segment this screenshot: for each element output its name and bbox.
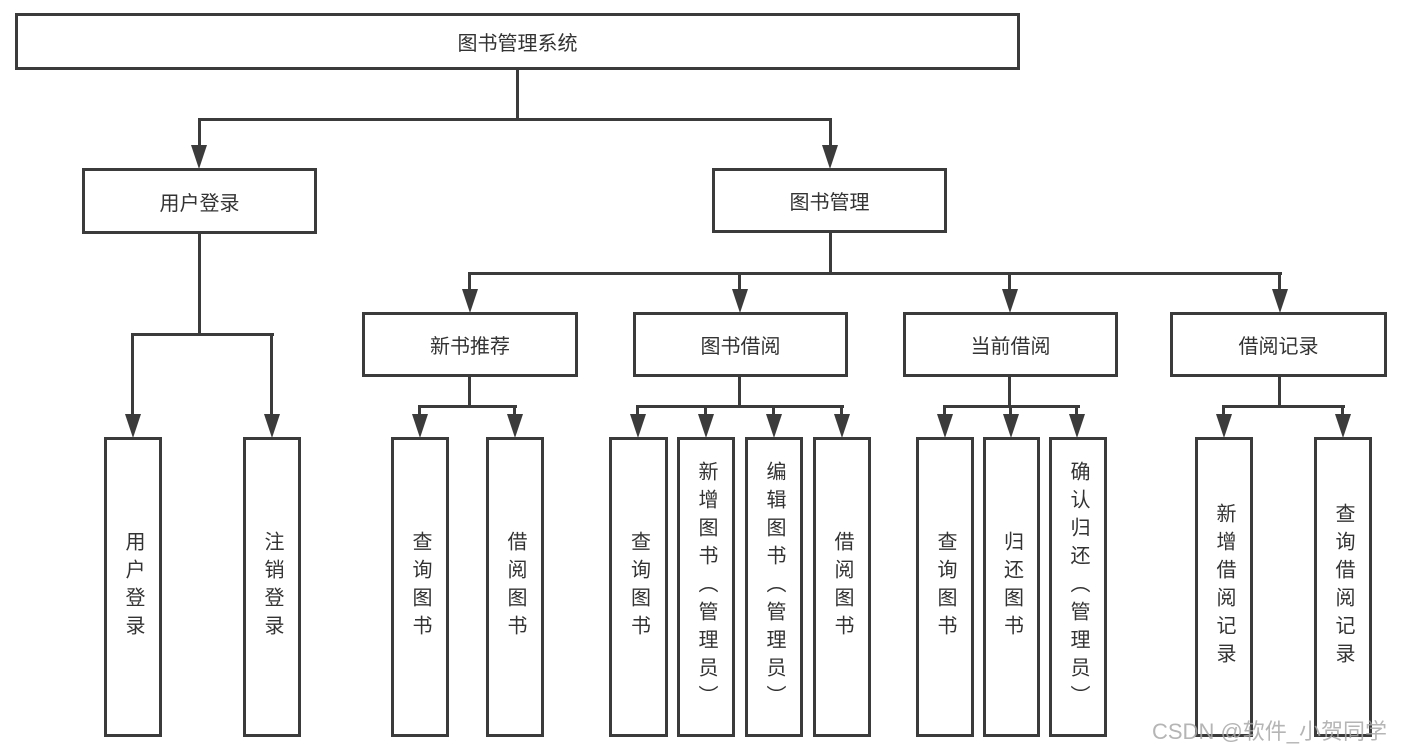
arrow-down-icon [1216, 414, 1232, 438]
node-add-borrow-record: 新增借阅记录 [1195, 437, 1253, 737]
arrow-down-icon [698, 414, 714, 438]
node-label-borrow-book-rec: 借阅图书 [504, 531, 526, 643]
node-label-new-book-rec: 新书推荐 [430, 336, 510, 358]
connector-segment [636, 405, 639, 417]
connector-segment [772, 405, 775, 417]
connector-segment [1222, 405, 1345, 408]
connector-segment [468, 272, 471, 290]
arrow-down-icon [462, 289, 478, 313]
node-label-add-book-admin: 新增图书（管理员） [695, 461, 717, 713]
node-user-login: 用户登录 [104, 437, 162, 737]
connector-segment [270, 333, 273, 414]
node-current-borrow: 当前借阅 [903, 312, 1118, 377]
arrow-down-icon [766, 414, 782, 438]
node-root: 图书管理系统 [15, 13, 1020, 70]
node-new-book-rec: 新书推荐 [362, 312, 578, 377]
node-label-query-borrow-record: 查询借阅记录 [1332, 503, 1354, 671]
arrow-down-icon [1272, 289, 1288, 313]
node-label-book-borrow: 图书借阅 [700, 336, 781, 358]
node-label-user-login: 用户登录 [122, 531, 144, 643]
node-book-borrow: 图书借阅 [633, 312, 848, 377]
node-query-borrow-record: 查询借阅记录 [1314, 437, 1372, 737]
node-label-query-book-borrow: 查询图书 [627, 531, 650, 643]
connector-segment [943, 405, 946, 417]
node-add-book-admin: 新增图书（管理员） [677, 437, 735, 737]
connector-segment [1278, 272, 1281, 290]
arrow-down-icon [822, 145, 838, 169]
connector-segment [1008, 272, 1011, 290]
connector-segment [829, 118, 832, 146]
node-login: 用户登录 [82, 168, 317, 234]
node-label-book-mgmt: 图书管理 [789, 192, 870, 214]
node-borrow-book-rec: 借阅图书 [486, 437, 544, 737]
node-label-confirm-return-admin: 确认归还（管理员） [1067, 461, 1089, 713]
connector-segment [516, 70, 519, 118]
arrow-down-icon [412, 414, 428, 438]
node-label-root: 图书管理系统 [457, 33, 578, 55]
connector-segment [636, 405, 844, 408]
arrow-down-icon [834, 414, 850, 438]
node-label-borrow-record: 借阅记录 [1238, 336, 1319, 358]
arrow-down-icon [937, 414, 953, 438]
connector-segment [131, 333, 274, 336]
arrow-down-icon [125, 414, 141, 438]
arrow-down-icon [1002, 289, 1018, 313]
arrow-down-icon [732, 289, 748, 313]
arrow-down-icon [264, 414, 280, 438]
node-logout: 注销登录 [243, 437, 301, 737]
connector-segment [468, 377, 471, 405]
connector-segment [198, 118, 201, 146]
node-label-edit-book-admin: 编辑图书（管理员） [763, 461, 785, 713]
connector-segment [1075, 405, 1078, 417]
arrow-down-icon [1003, 414, 1019, 438]
node-borrow-book: 借阅图书 [813, 437, 871, 737]
node-query-book-current: 查询图书 [916, 437, 974, 737]
node-label-logout: 注销登录 [261, 531, 283, 643]
connector-segment [1341, 405, 1344, 417]
connector-segment [468, 272, 1282, 275]
arrow-down-icon [1335, 414, 1351, 438]
connector-segment [840, 405, 843, 417]
connector-segment [704, 405, 707, 417]
node-label-query-book-rec: 查询图书 [409, 531, 431, 643]
node-label-add-borrow-record: 新增借阅记录 [1213, 503, 1235, 671]
connector-segment [198, 118, 832, 121]
csdn-watermark: CSDN @软件_小贺同学 [1152, 719, 1388, 744]
node-label-query-book-current: 查询图书 [934, 531, 956, 643]
node-return-book: 归还图书 [983, 437, 1040, 737]
connector-segment [1009, 405, 1012, 417]
connector-segment [829, 233, 832, 272]
connector-segment [198, 234, 201, 333]
node-query-book-borrow: 查询图书 [609, 437, 668, 737]
connector-segment [1222, 405, 1225, 417]
node-confirm-return-admin: 确认归还（管理员） [1049, 437, 1107, 737]
connector-segment [131, 333, 134, 414]
node-query-book-rec: 查询图书 [391, 437, 449, 737]
arrow-down-icon [630, 414, 646, 438]
connector-segment [418, 405, 517, 408]
connector-segment [1008, 377, 1011, 405]
node-label-return-book: 归还图书 [1000, 531, 1023, 643]
arrow-down-icon [507, 414, 523, 438]
node-label-current-borrow: 当前借阅 [970, 336, 1051, 358]
connector-segment [738, 272, 741, 290]
arrow-down-icon [191, 145, 207, 169]
connector-segment [418, 405, 421, 417]
node-label-login: 用户登录 [159, 192, 240, 215]
node-edit-book-admin: 编辑图书（管理员） [745, 437, 803, 737]
node-borrow-record: 借阅记录 [1170, 312, 1387, 377]
node-label-borrow-book: 借阅图书 [831, 531, 853, 643]
node-book-mgmt: 图书管理 [712, 168, 947, 233]
connector-segment [738, 377, 741, 405]
connector-segment [513, 405, 516, 417]
connector-segment [1278, 377, 1281, 405]
arrow-down-icon [1069, 414, 1085, 438]
